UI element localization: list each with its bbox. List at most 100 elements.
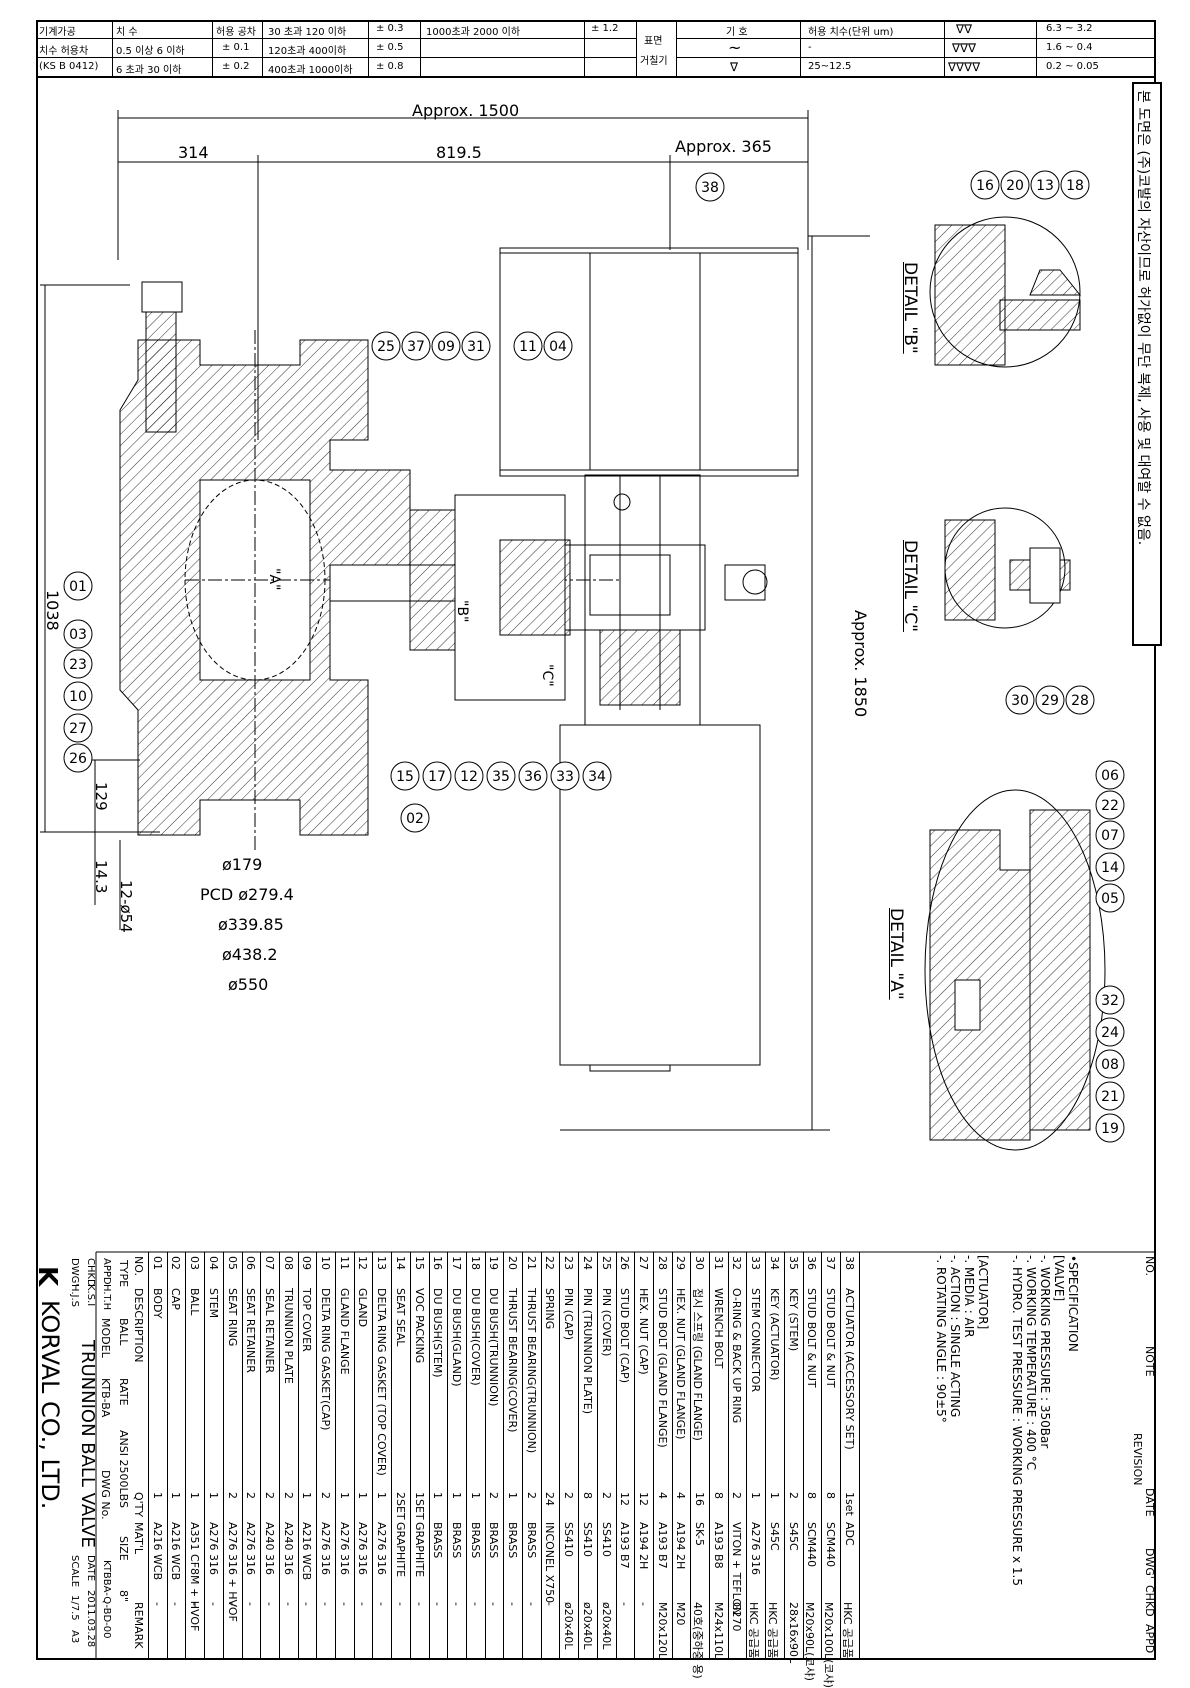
bom-cell: 37 <box>823 1256 837 1270</box>
bom-cell: M24x110L <box>711 1602 725 1660</box>
bom-cell: 13 <box>375 1256 389 1270</box>
tol-cell: 30 초과 120 이하 <box>268 27 347 38</box>
surface-value: 25~12.5 <box>808 61 852 72</box>
surface-symbol: ∇ <box>730 60 739 74</box>
bom-cell: 2 <box>244 1492 258 1499</box>
balloon-03: 03 <box>63 619 93 649</box>
bom-cell: SCM440 <box>823 1522 837 1568</box>
bom-cell: 38 <box>842 1256 856 1270</box>
svg-text:15: 15 <box>396 769 414 785</box>
bom-cell: HEX. NUT (CAP) <box>636 1288 650 1375</box>
bom-cell: 20 <box>506 1256 519 1270</box>
bom-cell: TRUNNION PLATE <box>281 1288 295 1384</box>
date-label: DATE <box>85 1555 96 1582</box>
bom-cell: SPRING <box>543 1288 557 1330</box>
bom-cell: GLAND <box>356 1288 370 1328</box>
scale-value: 1/7.5 <box>69 1595 80 1621</box>
balloon-10: 10 <box>63 681 93 711</box>
bom-cell: - <box>206 1602 220 1606</box>
bom-cell: A276 316 <box>244 1522 258 1576</box>
bom-cell: HKC 공급품 <box>747 1602 761 1659</box>
bom-cell: - <box>262 1602 276 1606</box>
tol-label-1: 기계가공 <box>39 27 76 38</box>
tol-label-3: (KS B 0412) <box>39 61 99 72</box>
bom-cell: 04 <box>206 1256 220 1270</box>
svg-text:19: 19 <box>1101 1121 1119 1137</box>
bom-cell: DU BUSH(TRUNNION) <box>487 1288 501 1407</box>
bom-cell: CAP <box>169 1288 183 1310</box>
bom-cell: A276 316 <box>337 1522 351 1576</box>
tol-cell: 400초과 1000이하 <box>268 65 353 76</box>
bom-cell: SS410 <box>580 1522 594 1557</box>
svg-text:17: 17 <box>428 769 446 785</box>
bom-cell: Q'TY <box>132 1492 145 1518</box>
model-value: KTB-BA <box>99 1378 112 1418</box>
bom-cell: STUD BOLT & NUT <box>805 1288 819 1388</box>
bom-cell: - <box>636 1602 650 1606</box>
balloon-36: 36 <box>518 761 548 791</box>
bom-cell: 03 <box>188 1256 202 1270</box>
dim-314: 314 <box>178 143 209 162</box>
bom-cell: 2 <box>786 1492 800 1499</box>
copyright-notice-box: 본 도면은 (주)코발의 자산이므로 허가없이 무단 복제, 사용 및 대여할 … <box>1132 82 1162 646</box>
bom-cell: 8 <box>805 1492 819 1499</box>
bom-cell: DU BUSH(STEM) <box>431 1288 445 1378</box>
svg-text:23: 23 <box>69 657 87 673</box>
dwg-label: DWG' <box>69 1258 80 1287</box>
bom-cell: 2 <box>262 1492 276 1499</box>
surface-value: 1.6 ~ 0.4 <box>1046 42 1093 53</box>
tol-cell: ± 0.5 <box>376 42 404 53</box>
balloon-19: 19 <box>1095 1113 1125 1143</box>
tol-cell: 6 초과 30 이하 <box>116 65 182 76</box>
bom-cell: 10 <box>319 1256 332 1270</box>
date-value: 2011.03.28 <box>85 1590 96 1648</box>
bom-cell: 2 <box>281 1492 295 1499</box>
bom-cell: VOC PACKING <box>412 1288 426 1364</box>
surface-header: 기 호 <box>726 27 748 38</box>
bom-cell: 24 <box>580 1256 594 1270</box>
dim-pcd: PCD ø279.4 <box>200 885 294 904</box>
surface-value: - <box>808 42 812 53</box>
bom-cell: 01 <box>150 1256 164 1270</box>
dim-approx-365: Approx. 365 <box>675 137 772 156</box>
surface-label: 표면 <box>644 36 663 47</box>
bom-cell: - <box>524 1602 538 1606</box>
bom-cell: 1SET <box>412 1492 426 1520</box>
bom-cell: M20 <box>674 1602 688 1626</box>
bom-cell: - <box>412 1602 426 1606</box>
svg-text:18: 18 <box>1066 178 1084 194</box>
bom-cell: SEAT RETAINER <box>244 1288 258 1373</box>
bom-cell: STEM <box>206 1288 220 1319</box>
bom-cell: 07 <box>262 1256 276 1270</box>
bom-cell: 19 <box>487 1256 501 1270</box>
svg-text:35: 35 <box>492 769 510 785</box>
bom-cell: A216 WCB <box>169 1522 183 1581</box>
bom-cell: MAT'L <box>132 1522 145 1555</box>
bom-cell: 11 <box>337 1256 351 1270</box>
svg-text:30: 30 <box>1011 693 1029 709</box>
bom-cell: A193 B7 <box>655 1522 669 1569</box>
svg-text:16: 16 <box>976 178 994 194</box>
size-value: 8" <box>117 1590 130 1603</box>
svg-text:22: 22 <box>1101 798 1119 814</box>
bom-cell: SCM440 <box>805 1522 819 1568</box>
surface-symbol: ∇∇ <box>956 22 973 36</box>
bom-cell: 29 <box>674 1256 688 1270</box>
balloon-07: 07 <box>1095 820 1125 850</box>
dwgno-value: KTBBA-Q-BD-00 <box>101 1560 112 1639</box>
bom-cell: - <box>188 1602 202 1606</box>
bom-cell: - <box>319 1602 332 1606</box>
